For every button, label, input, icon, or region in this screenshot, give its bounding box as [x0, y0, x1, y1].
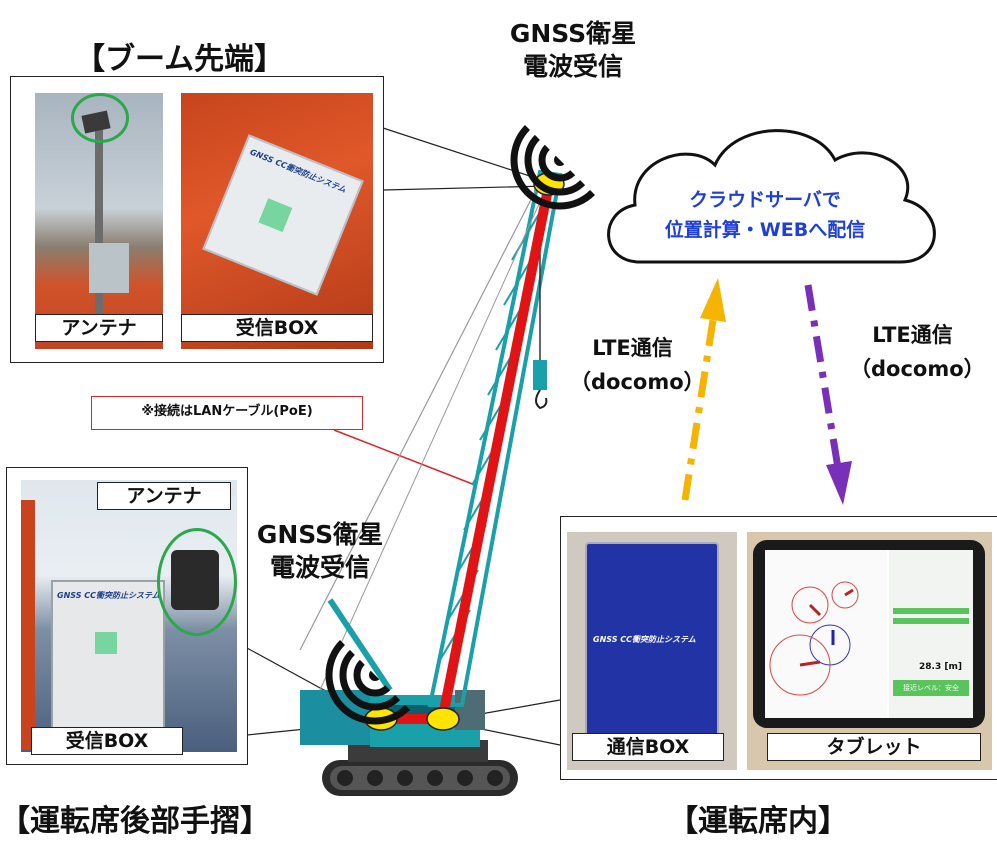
lte-label-down: LTE通信 （docomo） [850, 318, 985, 386]
caption-comm-box: 通信BOX [572, 733, 724, 761]
tablet-reading: 28.3 [m] [919, 662, 962, 672]
upload-arrow-head [700, 278, 726, 322]
gnss-top-line2: 電波受信 [522, 52, 623, 81]
lte-down-line1: LTE通信 [872, 323, 953, 347]
wifi-signal-icon [325, 640, 410, 725]
comm-box: GNSS CC衝突防止システム [585, 542, 719, 736]
boom-box-label: GNSS CC衝突防止システム [248, 147, 348, 195]
note-pointer [333, 429, 476, 486]
lte-down-line2: （docomo） [850, 357, 985, 381]
tablet-status: 接近レベル：安全 [893, 680, 969, 696]
upload-arrow-shaft [681, 319, 717, 501]
cloud-line1: クラウドサーバで [689, 189, 841, 211]
cloud-icon [607, 129, 936, 264]
cloud-label: クラウドサーバで 位置計算・WEBへ配信 [640, 185, 890, 245]
caption-rear-antenna: アンテナ [97, 482, 231, 510]
cab-marker [426, 707, 460, 731]
highlight-circle [157, 528, 237, 636]
photo-boom-antenna [35, 93, 163, 349]
receiver-box: GNSS CC衝突防止システム [202, 134, 364, 296]
caption-rear-receiver: 受信BOX [31, 727, 183, 755]
photo-comm-box: GNSS CC衝突防止システム [567, 532, 737, 770]
comm-box-label: GNSS CC衝突防止システム [593, 635, 696, 644]
heading-boom-tip: 【ブーム先端】 [75, 42, 285, 77]
connector-boom-panel [382, 127, 549, 183]
tablet-screen: 28.3 [m] 接近レベル：安全 [765, 550, 973, 718]
tablet-device: 28.3 [m] 接近レベル：安全 [753, 540, 985, 728]
panel-rear-handrail: GNSS CC衝突防止システム アンテナ 受信BOX [6, 467, 248, 765]
cloud-line2: 位置計算・WEBへ配信 [664, 219, 866, 241]
gnss-label-top: GNSS衛星 電波受信 [508, 17, 638, 83]
wifi-signal-icon [510, 125, 595, 210]
gnss-bottom-line1: GNSS衛星 [256, 520, 384, 549]
cable-note: ※接続はLANケーブル(PoE) [91, 396, 363, 430]
lte-up-line2: （docomo） [570, 370, 705, 394]
boom-centerline [438, 183, 554, 717]
heading-rear-handrail: 【運転席後部手摺】 [0, 804, 270, 839]
lte-label-up: LTE通信 （docomo） [570, 331, 705, 399]
tablet-map [765, 550, 887, 718]
download-arrow-shaft [804, 284, 842, 469]
gnss-label-bottom: GNSS衛星 電波受信 [255, 518, 385, 584]
gnss-bottom-line2: 電波受信 [269, 553, 370, 582]
caption-boom-antenna: アンテナ [35, 314, 163, 342]
highlight-circle [71, 93, 129, 143]
download-arrow-head [826, 461, 852, 505]
gnss-top-line1: GNSS衛星 [509, 19, 637, 48]
tablet-sidebar: 28.3 [m] 接近レベル：安全 [889, 550, 973, 718]
rear-receiver-box: GNSS CC衝突防止システム [51, 580, 165, 734]
caption-tablet: タブレット [767, 733, 981, 761]
photo-tablet: 28.3 [m] 接近レベル：安全 [747, 532, 992, 770]
heading-cab-interior: 【運転席内】 [668, 804, 848, 839]
photo-rear: GNSS CC衝突防止システム [21, 480, 237, 752]
panel-cab-interior: GNSS CC衝突防止システム 通信BOX [560, 516, 997, 780]
caption-boom-receiver: 受信BOX [181, 314, 373, 342]
lte-up-line1: LTE通信 [592, 336, 673, 360]
panel-boom-tip: アンテナ GNSS CC衝突防止システム 受信BOX [10, 76, 384, 363]
photo-boom-receiver: GNSS CC衝突防止システム [181, 93, 373, 349]
rear-box-label: GNSS CC衝突防止システム [57, 591, 160, 600]
